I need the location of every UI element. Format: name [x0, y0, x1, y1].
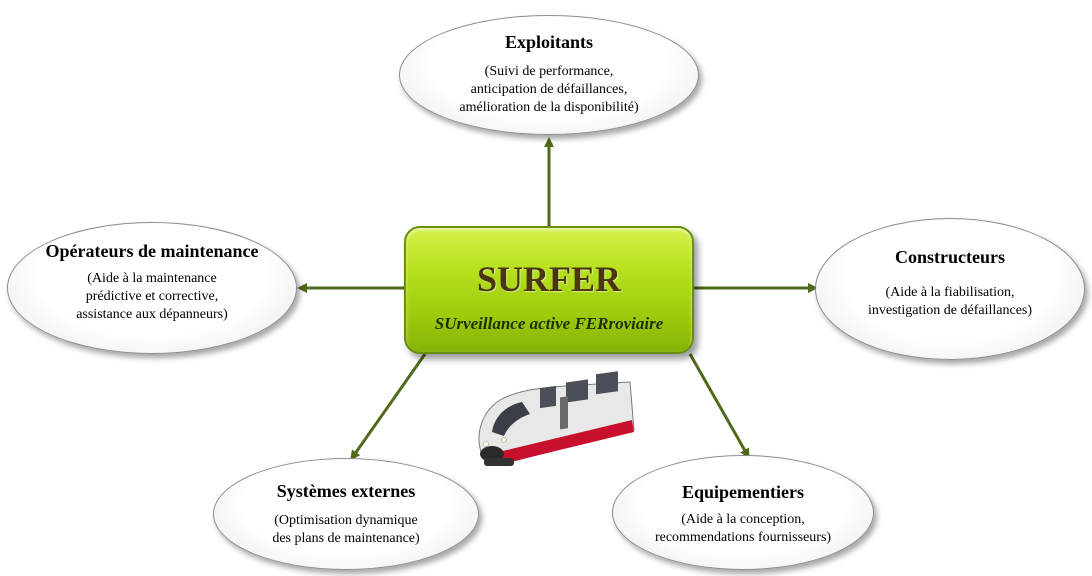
surfer-center-box: SURFER SUrveillance active FERroviaire [404, 226, 694, 354]
exploitants-title: Exploitants [504, 32, 594, 52]
operateurs-bubble: Opérateurs de maintenance (Aide à la mai… [7, 222, 297, 354]
systemes-title: Systèmes externes [276, 481, 416, 501]
exploitants-bubble: Exploitants (Suivi de performance, antic… [399, 15, 699, 135]
exploitants-desc-line-3: amélioration de la disponibilité) [459, 100, 639, 115]
systemes-bubble: Systèmes externes (Optimisation dynamiqu… [213, 458, 479, 570]
equipementiers-desc-line-2: recommendations fournisseurs) [654, 530, 832, 545]
constructeurs-desc-line-2: investigation de défaillances) [867, 303, 1033, 318]
surfer-title: SURFER [476, 259, 622, 299]
equipementiers-desc-line-1: (Aide à la conception, [681, 512, 805, 527]
surfer-subtitle: SUrveillance active FERroviaire [434, 314, 664, 333]
operateurs-desc-line-3: assistance aux dépanneurs) [76, 307, 228, 322]
equipementiers-bubble: Equipementiers (Aide à la conception, re… [612, 455, 874, 570]
equipementiers-title: Equipementiers [681, 482, 804, 502]
operateurs-title: Opérateurs de maintenance [45, 241, 259, 261]
constructeurs-title: Constructeurs [895, 247, 1005, 267]
systemes-desc-line-2: des plans de maintenance) [272, 531, 420, 546]
exploitants-desc-line-2: anticipation de défaillances, [470, 82, 628, 97]
constructeurs-bubble: Constructeurs (Aide à la fiabilisation, … [815, 218, 1085, 360]
operateurs-desc-line-2: prédictive et corrective, [85, 289, 219, 304]
operateurs-desc-line-1: (Aide à la maintenance [87, 271, 217, 286]
train-icon [478, 371, 635, 466]
systemes-desc-line-1: (Optimisation dynamique [274, 513, 418, 528]
arrow-to-equipementiers [688, 353, 750, 459]
constructeurs-desc-line-1: (Aide à la fiabilisation, [885, 285, 1015, 300]
exploitants-desc-line-1: (Suivi de performance, [484, 64, 614, 79]
arrow-to-systemes [350, 353, 427, 461]
